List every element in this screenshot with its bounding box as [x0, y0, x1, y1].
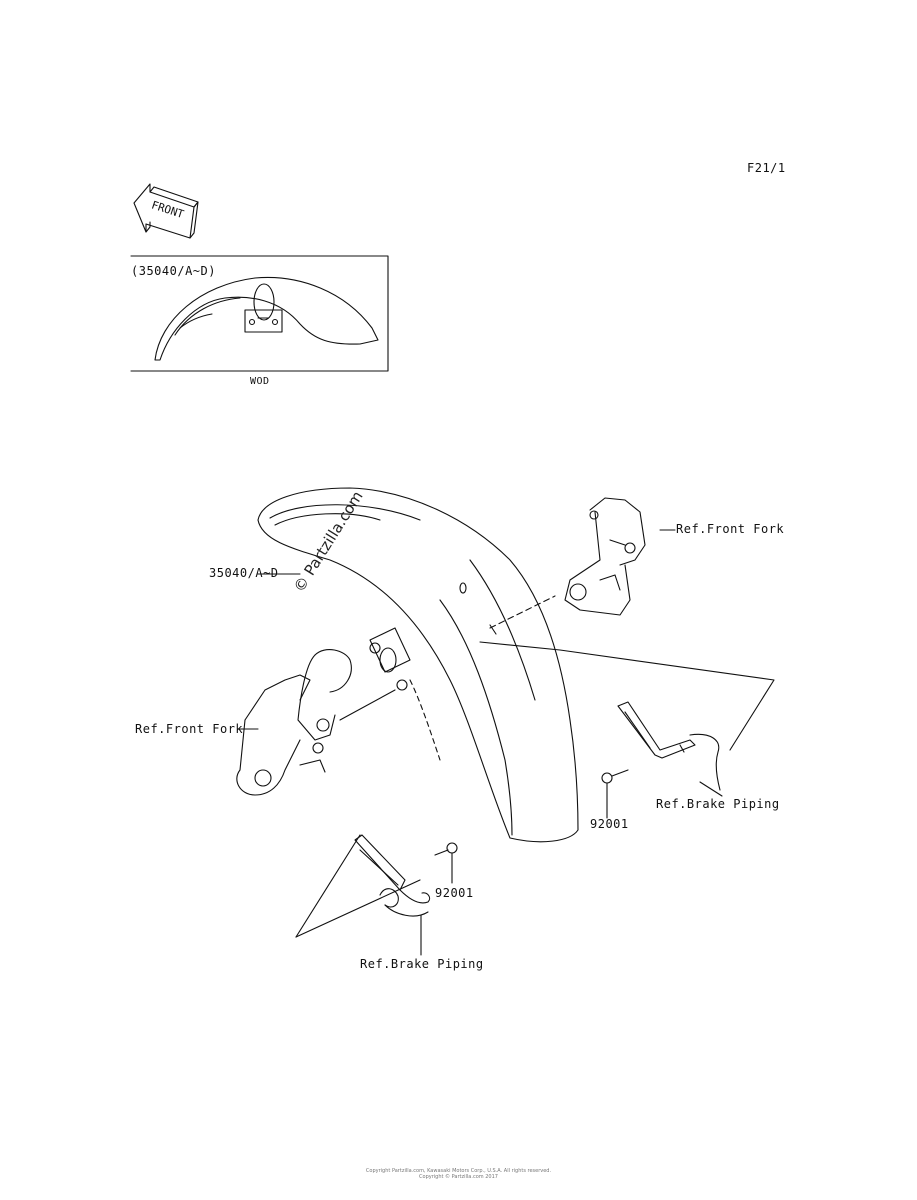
right-brake-bracket-drawing	[479, 641, 775, 819]
inset-box	[130, 255, 389, 372]
left-front-fork-drawing	[236, 649, 396, 796]
callout-front-fork-right: Ref.Front Fork	[676, 522, 785, 536]
callout-brake-piping-left: Ref.Brake Piping	[360, 957, 484, 971]
callout-bolt-right: 92001	[590, 817, 629, 831]
footer-line-2: Copyright © Partzilla.com 2017	[419, 1174, 498, 1180]
inset-caption: WOD	[250, 376, 270, 387]
callout-front-fork-left: Ref.Front Fork	[135, 722, 244, 736]
footer-copyright: Copyright Partzilla.com, Kawasaki Motors…	[0, 1168, 917, 1180]
inset-part-label: (35040/A~D)	[131, 264, 216, 278]
front-arrow-icon: FRONT	[133, 183, 199, 239]
left-brake-bracket-drawing	[295, 834, 458, 956]
callout-brake-piping-right: Ref.Brake Piping	[656, 797, 780, 811]
footer-line-1: Copyright Partzilla.com, Kawasaki Motors…	[365, 1168, 552, 1174]
inset-fender-drawing	[154, 276, 379, 361]
front-fender-drawing	[257, 487, 579, 843]
callout-fender: 35040/A~D	[209, 566, 279, 580]
callout-bolt-left: 92001	[435, 886, 474, 900]
right-front-fork-drawing	[489, 497, 676, 635]
figure-code: F21/1	[747, 161, 786, 175]
